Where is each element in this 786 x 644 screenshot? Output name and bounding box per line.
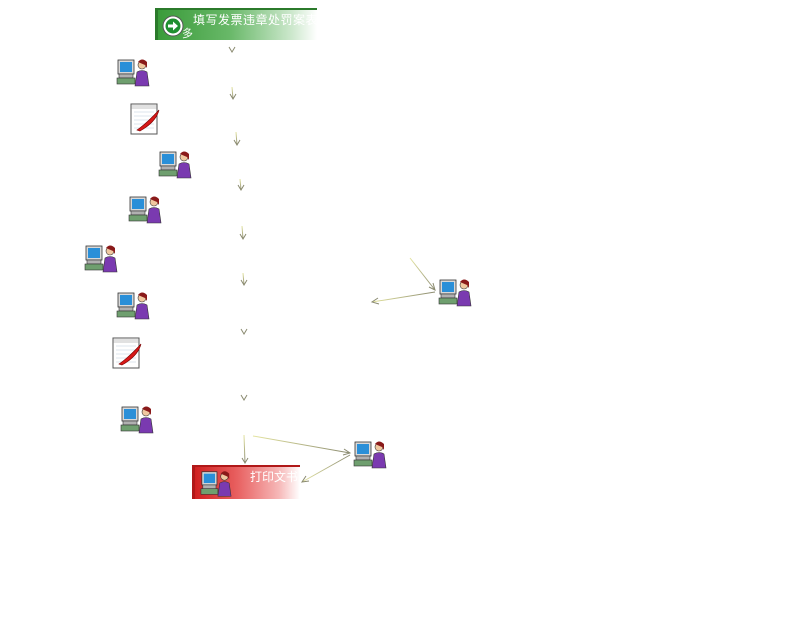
- arrow-5: [239, 225, 247, 240]
- side-node-2[interactable]: [353, 438, 387, 472]
- person-computer-icon: [353, 441, 387, 469]
- task-node-6[interactable]: [116, 289, 150, 323]
- arrow-3: [233, 131, 241, 146]
- notepad-pen-icon: [112, 337, 142, 369]
- start-node-label: 填写发票违章处罚案表: [193, 13, 319, 27]
- side-node-1[interactable]: [438, 276, 472, 310]
- arrow-1: [228, 40, 236, 53]
- task-node-8[interactable]: [120, 403, 154, 437]
- task-node-7[interactable]: [110, 336, 144, 370]
- person-computer-icon: [84, 245, 118, 273]
- arrow-7: [240, 320, 248, 335]
- end-node-label: 打印文书: [250, 470, 299, 484]
- person-computer-icon: [120, 406, 154, 434]
- arrow-2: [229, 86, 237, 100]
- start-node[interactable]: 填写发票违章处罚案表 多: [155, 8, 319, 40]
- task-node-5[interactable]: [84, 242, 118, 276]
- person-computer-icon: [128, 196, 162, 224]
- main-flow-arrows: [228, 40, 249, 464]
- side-arrow-in: [409, 257, 436, 291]
- task-node-4[interactable]: [128, 193, 162, 227]
- side-arrow-to-node: [252, 435, 352, 456]
- task-node-1[interactable]: [116, 56, 150, 90]
- end-node[interactable]: 打印文书: [192, 465, 300, 499]
- notepad-pen-icon: [130, 103, 160, 135]
- side-flow-arrows: [252, 257, 436, 483]
- task-node-2[interactable]: [128, 102, 162, 136]
- arrow-right-circle-icon: [162, 15, 184, 37]
- person-computer-icon: [438, 279, 472, 307]
- person-computer-icon: [200, 471, 232, 497]
- arrow-9: [241, 434, 249, 464]
- side-arrow-out: [370, 291, 436, 305]
- person-computer-icon: [116, 59, 150, 87]
- side-arrow-to-end: [300, 454, 351, 483]
- person-computer-icon: [116, 292, 150, 320]
- arrow-4: [237, 178, 245, 191]
- task-node-3[interactable]: [158, 148, 192, 182]
- start-node-sublabel: 多: [182, 27, 193, 40]
- person-computer-icon: [158, 151, 192, 179]
- arrow-8: [240, 368, 248, 401]
- arrow-6: [240, 272, 248, 286]
